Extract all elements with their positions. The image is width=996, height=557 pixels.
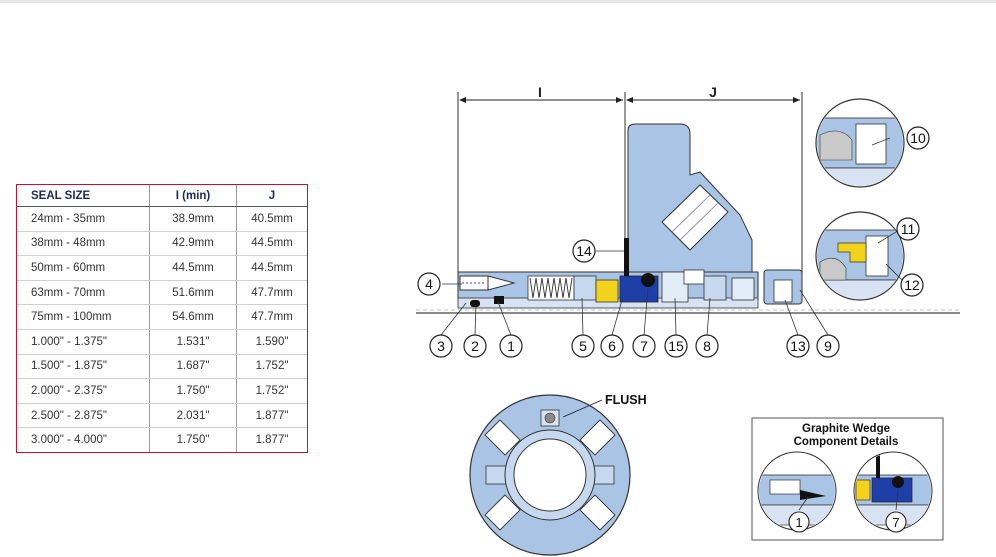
table-row: 3.000" - 4.000" 1.750" 1.877" (17, 427, 307, 452)
cell-i: 1.750" (149, 378, 237, 404)
svg-text:7: 7 (640, 338, 648, 354)
cell-i: 44.5mm (149, 255, 237, 281)
cell-i: 54.6mm (149, 304, 237, 330)
table-header-row: SEAL SIZE I (min) J (17, 185, 307, 207)
callout-10: 10 (910, 130, 926, 146)
callout-3: 3 (429, 334, 453, 358)
inset-callout-1: 1 (795, 515, 802, 530)
cell-j: 1.590" (236, 329, 307, 355)
svg-text:8: 8 (703, 338, 711, 354)
svg-text:13: 13 (790, 338, 806, 354)
cell-j: 44.5mm (236, 231, 307, 257)
callout-6: 6 (600, 334, 624, 358)
inset-callout-7: 7 (892, 515, 899, 530)
cell-i: 42.9mm (149, 231, 237, 257)
cell-j: 1.877" (255, 434, 289, 447)
svg-text:5: 5 (579, 338, 587, 354)
callout-5: 5 (571, 334, 595, 358)
table-row: 2.500" - 2.875"2.031"1.877" (17, 403, 307, 429)
cell-size: 24mm - 35mm (17, 206, 150, 232)
dim-j-label: J (709, 84, 717, 100)
dim-i-label: I (538, 84, 542, 100)
table-row: 1.500" - 1.875"1.687"1.752" (17, 354, 307, 380)
cell-size: 2.000" - 2.375" (17, 378, 150, 404)
cell-j: 40.5mm (236, 206, 307, 232)
inset-title-line1: Graphite Wedge (802, 423, 890, 435)
cell-i: 2.031" (149, 403, 237, 429)
callout-7: 7 (632, 334, 656, 358)
inset-title-line2: Component Details (794, 436, 899, 448)
header-i-min: I (min) (149, 185, 237, 207)
header-seal-size: SEAL SIZE (17, 185, 150, 207)
svg-text:4: 4 (425, 276, 433, 292)
callout-12: 12 (904, 277, 920, 293)
cell-j: 47.7mm (236, 280, 307, 306)
callout-2: 2 (463, 334, 487, 358)
callout-11: 11 (901, 221, 916, 237)
cell-i: 38.9mm (149, 206, 237, 232)
callout-15: 15 (664, 334, 688, 358)
svg-text:6: 6 (608, 338, 616, 354)
graphite-wedge-inset: Graphite Wedge Component Details 1 7 (751, 417, 944, 541)
table-row: 2.000" - 2.375"1.750"1.752" (17, 378, 307, 404)
gasket (624, 238, 629, 276)
svg-text:3: 3 (437, 338, 445, 354)
cell-i: 1.531" (149, 329, 237, 355)
detail-10-view: 10 (815, 98, 930, 188)
svg-text:14: 14 (576, 243, 592, 259)
cell-size: 38mm - 48mm (17, 231, 150, 257)
carbon-face (595, 279, 619, 303)
cell-size: 3.000" - 4.000" (31, 434, 107, 447)
callout-4: 4 (417, 272, 441, 296)
flush-label: FLUSH (605, 393, 647, 407)
svg-text:1: 1 (507, 338, 515, 354)
header-j: J (236, 185, 307, 207)
callout-1: 1 (499, 334, 523, 358)
table-row: 1.000" - 1.375"1.531"1.590" (17, 329, 307, 355)
springs (527, 275, 575, 301)
cell-j: 1.752" (236, 354, 307, 380)
callouts: 3 2 1 5 6 7 15 8 13 9 4 14 (417, 239, 840, 358)
callout-14: 14 (572, 239, 596, 263)
detail-11-12-view: 11 12 (815, 211, 924, 301)
gland-end-view: FLUSH (469, 393, 647, 556)
callout-9: 9 (816, 334, 840, 358)
cell-size: 1.500" - 1.875" (17, 354, 150, 380)
callout-13: 13 (786, 334, 810, 358)
o-ring (641, 273, 655, 287)
cell-j: 44.5mm (236, 255, 307, 281)
svg-text:2: 2 (471, 338, 479, 354)
cell-size: 75mm - 100mm (17, 304, 150, 330)
cell-i: 1.750" (149, 427, 237, 452)
flush-port (661, 184, 729, 251)
cell-size: 2.500" - 2.875" (17, 403, 150, 429)
cell-size: 1.000" - 1.375" (17, 329, 150, 355)
cell-j: 1.877" (236, 403, 307, 429)
cell-j: 47.7mm (236, 304, 307, 330)
svg-text:15: 15 (668, 338, 684, 354)
cell-size: 50mm - 60mm (17, 255, 150, 281)
callout-8: 8 (695, 334, 719, 358)
cell-i: 51.6mm (149, 280, 237, 306)
cell-size: 63mm - 70mm (17, 280, 150, 306)
dimension-lines: I J (457, 84, 803, 280)
svg-text:9: 9 (824, 338, 832, 354)
top-rule (0, 0, 996, 3)
cell-j: 1.752" (236, 378, 307, 404)
cell-i: 1.687" (149, 354, 237, 380)
